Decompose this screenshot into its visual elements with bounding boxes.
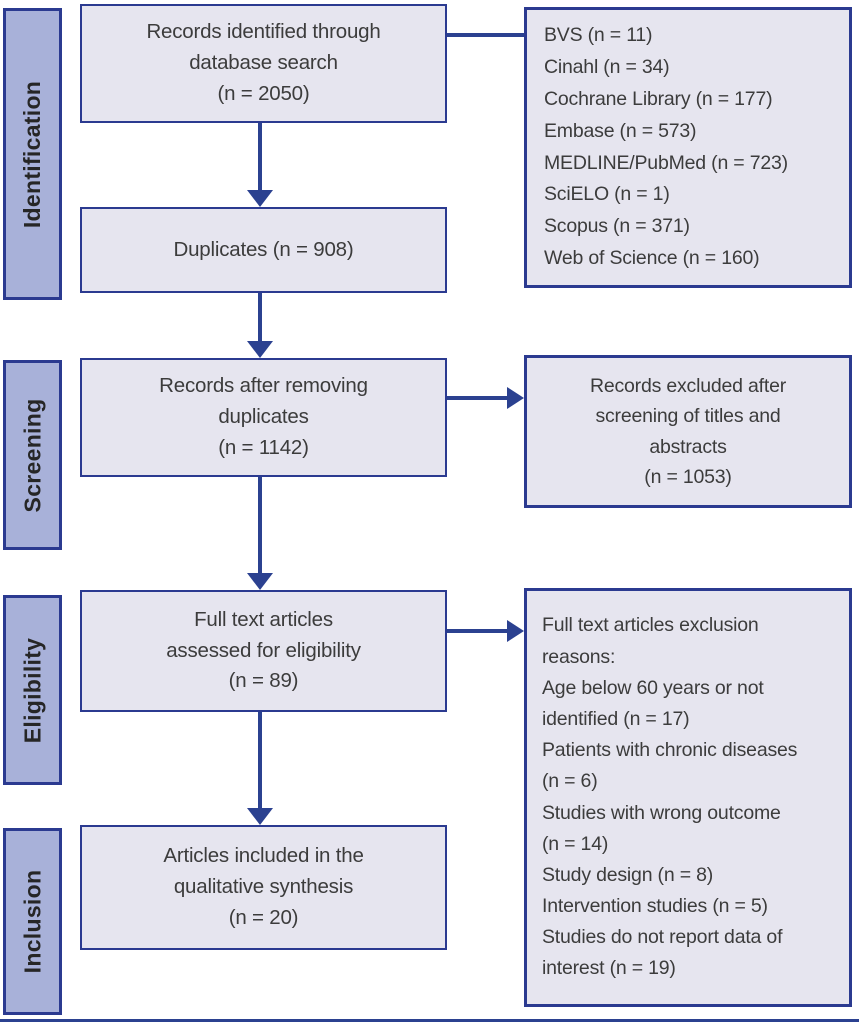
arrow-identified-to-duplicates-line (258, 123, 262, 190)
box-database-counts: BVS (n = 11) Cinahl (n = 34) Cochrane Li… (524, 7, 852, 288)
arrow-screening-to-eligibility-line (258, 477, 262, 573)
stage-identification-label: Identification (19, 80, 45, 228)
stage-inclusion: Inclusion (3, 828, 62, 1015)
box-duplicates: Duplicates (n = 908) (80, 207, 447, 293)
box-records-excluded: Records excluded after screening of titl… (524, 355, 852, 508)
box-articles-included: Articles included in the qualitative syn… (80, 825, 447, 950)
connector-identified-to-databases (447, 33, 524, 37)
arrow-screening-to-eligibility-head (247, 573, 273, 590)
box-records-identified: Records identified through database sear… (80, 4, 447, 123)
stage-eligibility-label: Eligibility (19, 637, 45, 743)
arrow-eligibility-to-inclusion-head (247, 808, 273, 825)
stage-eligibility: Eligibility (3, 595, 62, 785)
arrow-duplicates-to-screening-head (247, 341, 273, 358)
arrow-screening-to-excluded-line (447, 396, 509, 400)
box-full-text-assessed: Full text articles assessed for eligibil… (80, 590, 447, 712)
box-exclusion-reasons: Full text articles exclusion reasons: Ag… (524, 588, 852, 1007)
arrow-identified-to-duplicates-head (247, 190, 273, 207)
arrow-eligibility-to-reasons-head (507, 620, 524, 642)
stage-screening-label: Screening (19, 398, 45, 512)
box-records-after-removing-duplicates: Records after removing duplicates (n = 1… (80, 358, 447, 477)
arrow-screening-to-excluded-head (507, 387, 524, 409)
figure-bottom-rule (0, 1019, 859, 1022)
stage-identification: Identification (3, 8, 62, 300)
arrow-eligibility-to-inclusion-line (258, 712, 262, 808)
arrow-duplicates-to-screening-line (258, 293, 262, 341)
arrow-eligibility-to-reasons-line (447, 629, 509, 633)
stage-screening: Screening (3, 360, 62, 550)
stage-inclusion-label: Inclusion (19, 869, 45, 974)
